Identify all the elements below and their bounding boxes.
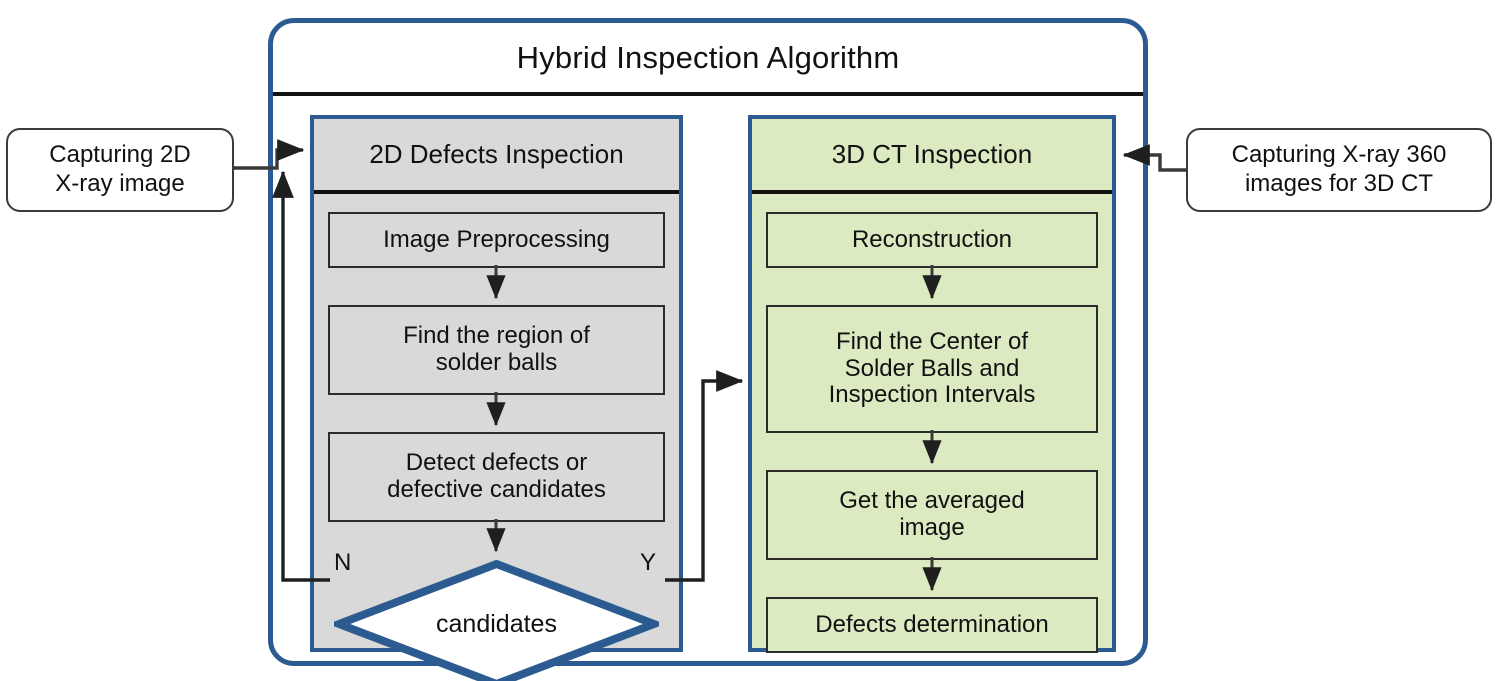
node-find-center-solder-balls-line1: Find the Center of (835, 327, 1029, 355)
decision-candidates: candidates (334, 559, 659, 681)
panel-3d-body: Reconstruction Find the Center of Solder… (752, 194, 1112, 653)
node-image-preprocessing: Image Preprocessing (328, 212, 665, 268)
node-find-center-solder-balls-line2: Solder Balls and (844, 354, 1020, 382)
node-detect-defects-line2: defective candidates (387, 476, 606, 503)
node-get-averaged-image-line1: Get the averaged (839, 487, 1025, 515)
node-find-center-solder-balls: Find the Center of Solder Balls and Insp… (766, 305, 1098, 433)
node-find-region-solder-balls: Find the region of solder balls (328, 305, 665, 395)
decision-diamond-shape (334, 559, 659, 681)
node-find-region-solder-balls-line1: Find the region of (403, 322, 590, 350)
node-reconstruction: Reconstruction (766, 212, 1098, 268)
callout-right-line2: images for 3D CT (1244, 170, 1434, 197)
node-reconstruction-line1: Reconstruction (851, 225, 1013, 253)
panel-2d-header: 2D Defects Inspection (369, 139, 624, 169)
node-get-averaged-image: Get the averaged image (766, 470, 1098, 560)
node-detect-defects: Detect defects or defective candidates (328, 432, 665, 522)
panel-2d-defects-inspection: 2D Defects Inspection Image Preprocessin… (310, 115, 683, 681)
panel-2d-header-divider (314, 190, 679, 194)
callout-capturing-2d-xray-image: Capturing 2D X-ray image (6, 128, 234, 212)
title-divider (273, 92, 1143, 96)
node-get-averaged-image-line2: image (899, 514, 965, 541)
panel-3d-header: 3D CT Inspection (831, 139, 1033, 169)
panel-2d-body: Image Preprocessing Find the region of s… (314, 194, 679, 681)
panel-3d-ct-inspection: 3D CT Inspection Reconstruction Find the… (748, 115, 1116, 653)
callout-left-line2: X-ray image (55, 170, 185, 197)
panel-3d-header-divider (752, 190, 1112, 194)
callout-left-line1: Capturing 2D (49, 141, 191, 169)
page-title: Hybrid Inspection Algorithm (516, 40, 900, 75)
node-defects-determination: Defects determination (766, 597, 1098, 653)
branch-label-yes: Y (640, 549, 657, 576)
callout-right-line1: Capturing X-ray 360 (1231, 141, 1447, 169)
node-find-region-solder-balls-line2: solder balls (435, 349, 558, 376)
branch-label-no: N (334, 549, 352, 576)
node-detect-defects-line1: Detect defects or (405, 449, 588, 477)
node-defects-determination-line1: Defects determination (815, 610, 1049, 638)
callout-capturing-xray-360-images: Capturing X-ray 360 images for 3D CT (1186, 128, 1492, 212)
node-image-preprocessing-line1: Image Preprocessing (383, 225, 610, 253)
node-find-center-solder-balls-line3: Inspection Intervals (828, 381, 1036, 409)
